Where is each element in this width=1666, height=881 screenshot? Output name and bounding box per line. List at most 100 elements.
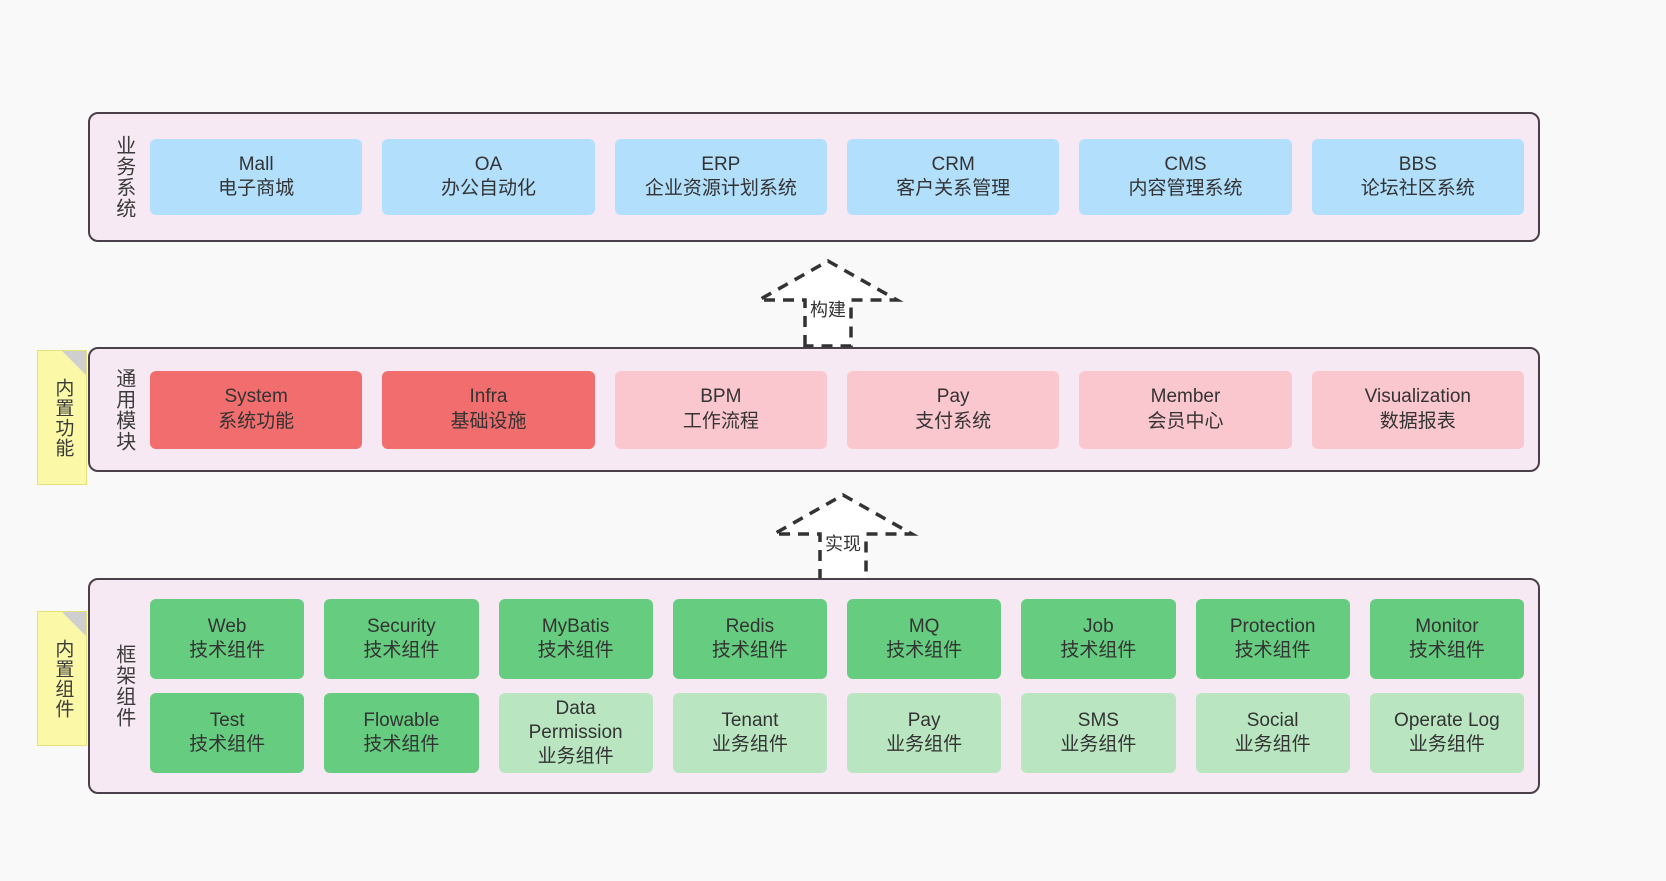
cell-subtitle: 业务组件 [537, 746, 614, 768]
layer-title-business-system: 业务系统 [112, 135, 135, 219]
layer-common-module: 通用模块 System 系统功能 Infra 基础设施 BPM 工作流程 Pay [88, 347, 1540, 472]
cell-subtitle: 业务组件 [1234, 734, 1311, 755]
cell-pay-module[interactable]: Pay 支付系统 [846, 370, 1060, 449]
cell-title: Test [209, 709, 245, 731]
cell-monitor[interactable]: Monitor 技术组件 [1369, 599, 1524, 679]
cell-subtitle: 技术组件 [189, 640, 266, 661]
cell-subtitle: 技术组件 [537, 640, 614, 661]
cell-title: System [224, 386, 288, 408]
cell-pay-component[interactable]: Pay 业务组件 [847, 693, 1002, 773]
cell-title: Visualization [1364, 386, 1471, 408]
layer-title-framework-component: 框架组件 [112, 644, 135, 728]
cell-title: Protection [1229, 615, 1316, 637]
note-label: 内置组件 [52, 638, 74, 719]
note-label: 内置功能 [52, 377, 74, 458]
cell-member[interactable]: Member 会员中心 [1079, 370, 1292, 449]
cell-subtitle: 技术组件 [1408, 640, 1485, 661]
layer-title-common-module: 通用模块 [112, 367, 135, 452]
cell-title: Security [367, 615, 436, 637]
cell-infra[interactable]: Infra 基础设施 [382, 370, 595, 449]
row-business-components: Test 技术组件 Flowable 技术组件 Data Permission … [150, 693, 1524, 773]
note-fold-corner-icon [62, 351, 86, 375]
layer-body-business-system: Mall 电子商城 OA 办公自动化 ERP 企业资源计划系统 CRM 客户关系… [148, 114, 1538, 240]
connector-implement: 实现 [767, 492, 919, 582]
cell-subtitle: 工作流程 [682, 410, 759, 432]
cell-subtitle: 业务组件 [886, 734, 963, 755]
cell-subtitle: 办公自动化 [440, 178, 536, 199]
cell-title: BPM [700, 386, 742, 408]
connector-build: 构建 [752, 258, 904, 348]
cell-title: Redis [725, 615, 775, 637]
cell-mq[interactable]: MQ 技术组件 [847, 599, 1002, 679]
cell-erp[interactable]: ERP 企业资源计划系统 [614, 139, 827, 215]
cell-web[interactable]: Web 技术组件 [150, 599, 305, 679]
layer-framework-component: 框架组件 Web 技术组件 Security 技术组件 MyBatis 技术组件… [88, 578, 1540, 794]
cell-subtitle: 技术组件 [363, 734, 440, 755]
layer-body-framework-component: Web 技术组件 Security 技术组件 MyBatis 技术组件 Redi… [148, 580, 1538, 792]
cell-cms[interactable]: CMS 内容管理系统 [1079, 139, 1292, 215]
cell-title: Job [1083, 615, 1114, 637]
layer-business-system: 业务系统 Mall 电子商城 OA 办公自动化 ERP 企业资源计划系统 CRM [88, 112, 1540, 242]
cell-subtitle: 业务组件 [1408, 734, 1485, 755]
cell-subtitle: 技术组件 [1060, 640, 1137, 661]
cell-title: SMS [1077, 709, 1119, 731]
cell-title: CMS [1164, 153, 1207, 175]
cell-title: Pay [907, 709, 941, 731]
cell-subtitle: 客户关系管理 [896, 178, 1011, 199]
cell-title: Web [207, 615, 247, 637]
cell-oa[interactable]: OA 办公自动化 [382, 139, 595, 215]
cell-title: Pay [936, 386, 970, 408]
cell-protection[interactable]: Protection 技术组件 [1195, 599, 1350, 679]
cell-redis[interactable]: Redis 技术组件 [672, 599, 827, 679]
cell-social[interactable]: Social 业务组件 [1195, 693, 1350, 773]
note-builtin-function: 内置功能 [37, 350, 87, 485]
cell-subtitle: 论坛社区系统 [1360, 178, 1475, 199]
cell-sms[interactable]: SMS 业务组件 [1021, 693, 1176, 773]
cell-subtitle: 技术组件 [1234, 640, 1311, 661]
cell-test[interactable]: Test 技术组件 [150, 693, 305, 773]
cell-title: Flowable [363, 709, 440, 731]
cell-tenant[interactable]: Tenant 业务组件 [672, 693, 827, 773]
cell-title: BBS [1398, 153, 1437, 175]
cell-title: Infra [469, 386, 508, 408]
cell-subtitle: 技术组件 [363, 640, 440, 661]
cell-title: MQ [908, 615, 940, 637]
cell-bbs[interactable]: BBS 论坛社区系统 [1311, 139, 1524, 215]
cell-subtitle: 系统功能 [218, 410, 295, 432]
cell-subtitle: 技术组件 [189, 734, 266, 755]
cell-job[interactable]: Job 技术组件 [1021, 599, 1176, 679]
cell-subtitle: 内容管理系统 [1128, 178, 1243, 199]
cell-operate-log[interactable]: Operate Log 业务组件 [1369, 693, 1524, 773]
cell-title: Tenant [721, 709, 779, 731]
cell-mall[interactable]: Mall 电子商城 [150, 139, 363, 215]
cell-subtitle: 业务组件 [711, 734, 788, 755]
cell-subtitle: 会员中心 [1147, 410, 1224, 432]
cell-subtitle: 企业资源计划系统 [644, 178, 797, 199]
cell-subtitle: 业务组件 [1060, 734, 1137, 755]
cell-flowable[interactable]: Flowable 技术组件 [324, 693, 479, 773]
note-fold-corner-icon [62, 612, 86, 636]
cell-title: Social [1246, 709, 1299, 731]
cell-title: Monitor [1415, 615, 1479, 637]
cell-visualization[interactable]: Visualization 数据报表 [1311, 370, 1524, 449]
cell-title: Operate Log [1394, 709, 1500, 731]
note-builtin-component: 内置组件 [37, 611, 87, 746]
cell-title: ERP [701, 153, 741, 175]
cell-title: CRM [931, 153, 975, 175]
row-tech-components: Web 技术组件 Security 技术组件 MyBatis 技术组件 Redi… [150, 599, 1524, 679]
cell-title: OA [474, 153, 503, 175]
cell-security[interactable]: Security 技术组件 [324, 599, 479, 679]
cell-subtitle: 技术组件 [886, 640, 963, 661]
cell-subtitle: 数据报表 [1379, 410, 1456, 432]
row-common-modules: System 系统功能 Infra 基础设施 BPM 工作流程 Pay 支付系统… [150, 370, 1524, 449]
cell-title: MyBatis [541, 615, 610, 637]
cell-mybatis[interactable]: MyBatis 技术组件 [498, 599, 653, 679]
row-business-systems: Mall 电子商城 OA 办公自动化 ERP 企业资源计划系统 CRM 客户关系… [150, 139, 1524, 215]
cell-crm[interactable]: CRM 客户关系管理 [846, 139, 1060, 215]
cell-data-permission[interactable]: Data Permission 业务组件 [498, 693, 653, 773]
cell-subtitle: 基础设施 [450, 410, 527, 432]
cell-subtitle: 电子商城 [218, 178, 295, 199]
cell-system[interactable]: System 系统功能 [150, 370, 363, 449]
cell-title: Mall [238, 153, 274, 175]
cell-bpm[interactable]: BPM 工作流程 [614, 370, 827, 449]
